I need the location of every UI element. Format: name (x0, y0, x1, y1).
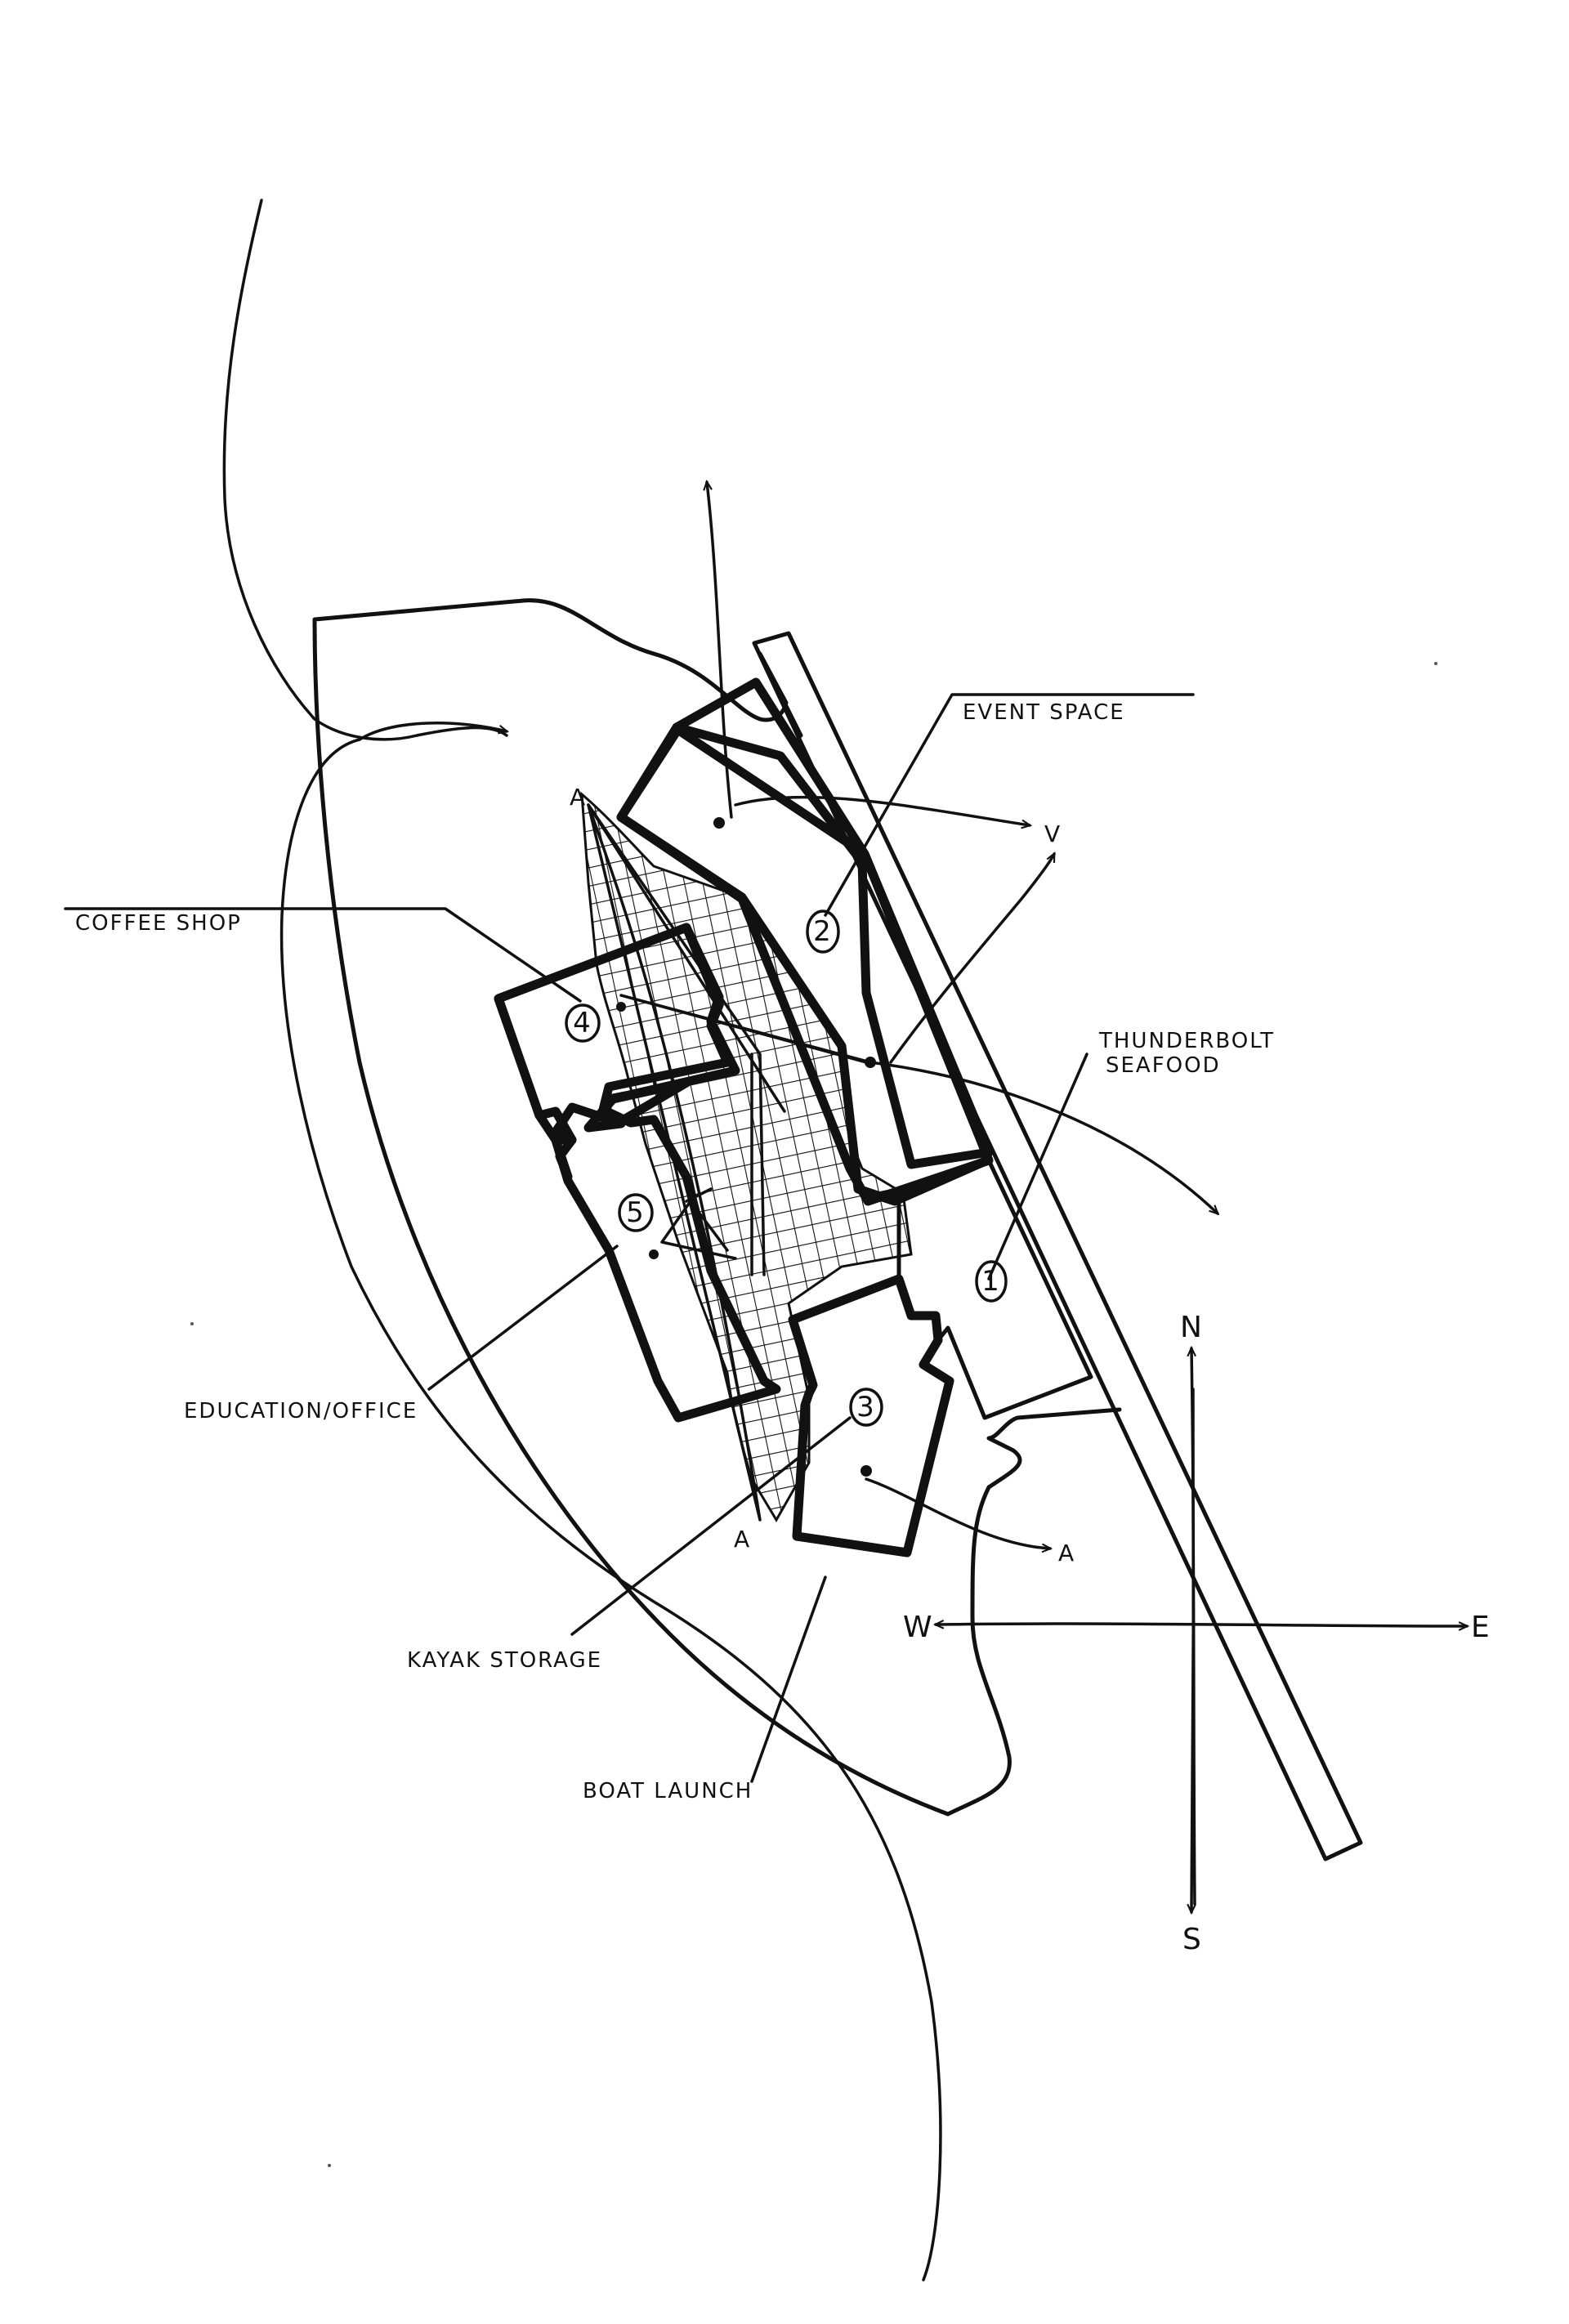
number-3-text: 3 (856, 1391, 876, 1423)
view-arrow-west-river (358, 722, 507, 741)
number-4-text: 4 (573, 1007, 592, 1039)
number-badge-2: 2 (806, 909, 840, 954)
river-edge-outer (222, 199, 508, 741)
number-badge-1: 1 (975, 1260, 1008, 1303)
node-dots (616, 817, 876, 1477)
label-boat-launch: BOAT LAUNCH (583, 1779, 753, 1803)
compass-north: N (1180, 1311, 1204, 1344)
leader-thunderbolt (987, 1053, 1088, 1280)
view-arrow-se (869, 1061, 1218, 1213)
label-thunderbolt-2: SEAFOOD (1106, 1053, 1221, 1078)
number-5-text: 5 (626, 1196, 646, 1229)
view-mark-top: V (1044, 820, 1062, 847)
view-arrow-north (707, 482, 733, 819)
river-edge-lower (279, 738, 942, 2282)
building-thunderbolt (896, 1158, 1093, 1420)
road (752, 631, 1363, 1861)
label-education-office: EDUCATION/OFFICE (184, 1399, 418, 1423)
section-mark-bottom: A (734, 1526, 751, 1553)
number-badge-3: 3 (849, 1388, 883, 1427)
leader-education (427, 1245, 619, 1391)
view-arrow-thunderbolt-ne (889, 854, 1056, 1064)
view-arrow-boat-east (865, 1477, 1050, 1549)
view-mark-right: A (1058, 1540, 1075, 1566)
section-mark-top: A (570, 784, 587, 811)
compass-rose: N S E W (903, 1311, 1491, 1956)
number-badge-4: 4 (565, 1003, 601, 1043)
paper-specks (190, 662, 1437, 2167)
building-event-space-outline (616, 724, 994, 1206)
leader-kayak (570, 1416, 852, 1636)
building-education-office (494, 923, 781, 1423)
section-line (587, 803, 762, 1522)
leader-event-space (824, 693, 1195, 917)
leader-boat-launch (750, 1575, 827, 1783)
number-2-text: 2 (813, 915, 833, 948)
compass-south: S (1182, 1923, 1203, 1956)
view-arrow-event-east (734, 795, 1030, 825)
leader-coffee-shop (64, 907, 582, 1003)
compass-east: E (1471, 1611, 1491, 1644)
number-badge-5: 5 (618, 1193, 654, 1232)
label-coffee-shop: COFFEE SHOP (75, 911, 242, 936)
number-1-text: 1 (981, 1265, 1001, 1298)
label-thunderbolt-1: THUNDERBOLT (1098, 1029, 1275, 1053)
label-kayak-storage: KAYAK STORAGE (407, 1648, 602, 1673)
label-event-space: EVENT SPACE (963, 700, 1125, 725)
compass-west: W (903, 1611, 934, 1644)
